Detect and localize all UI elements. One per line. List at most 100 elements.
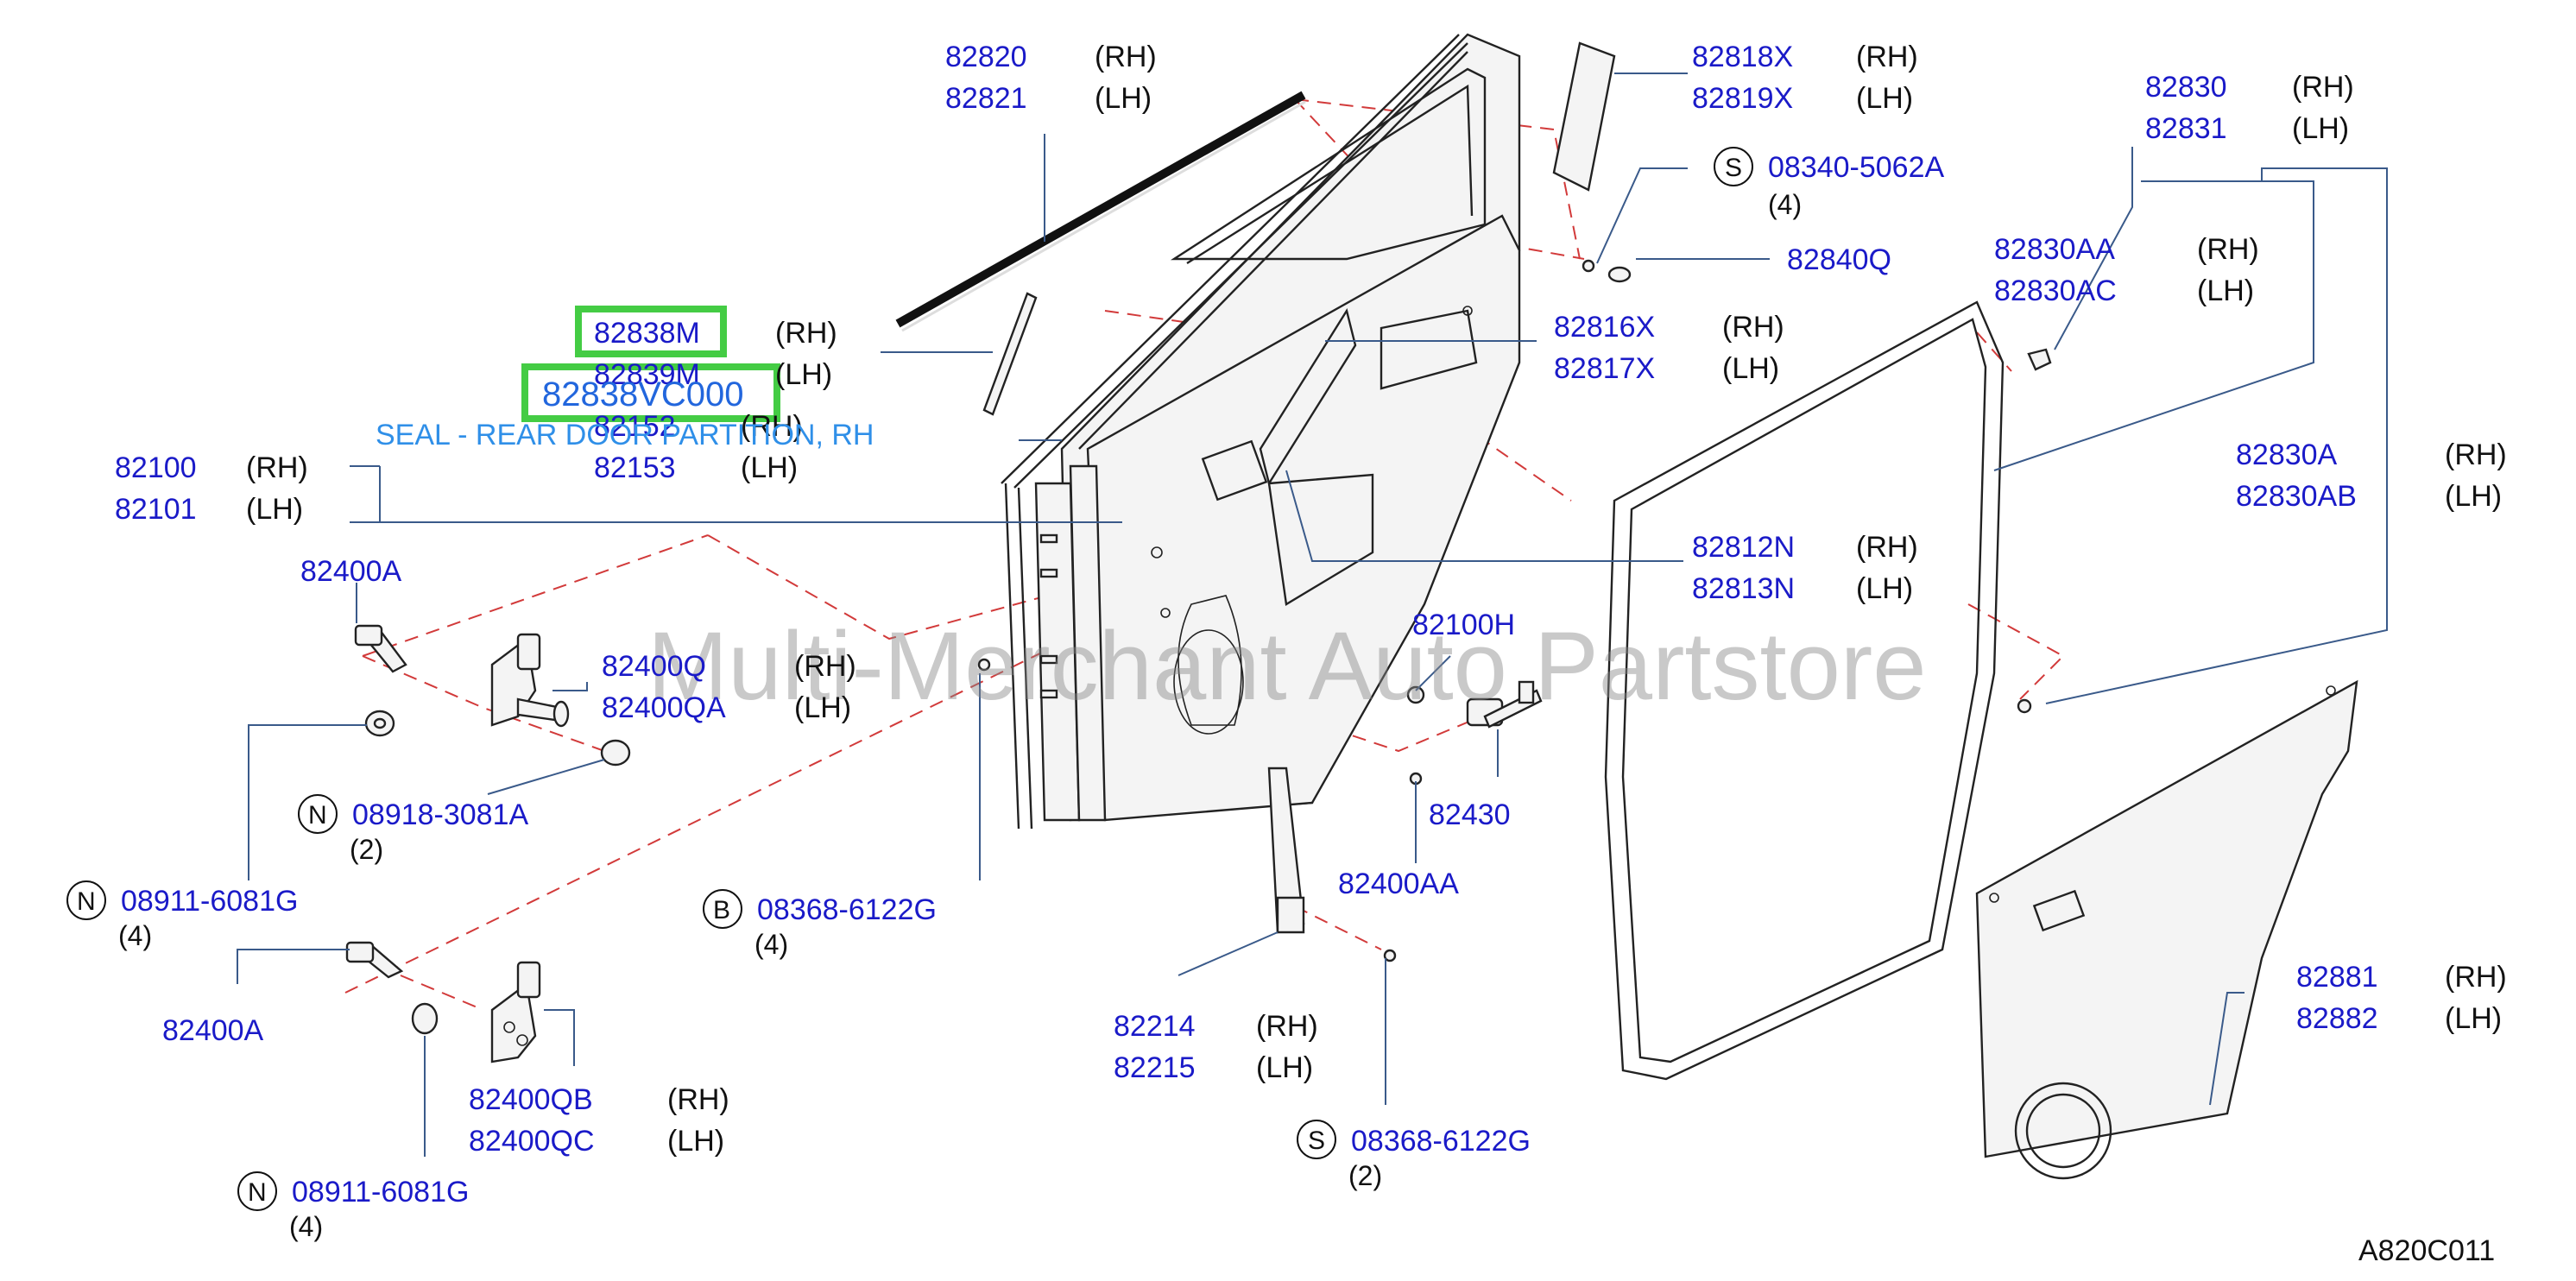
label-82830[interactable]: 82830 (2145, 71, 2227, 104)
qty-08911-top: (4) (118, 920, 152, 951)
side-82400q: (RH) (794, 650, 856, 683)
side-82830a: (RH) (2445, 439, 2507, 471)
prefix-circle-08911-bottom (237, 1171, 277, 1211)
label-08368-6122g-b[interactable]: 08368-6122G (757, 893, 937, 926)
side-82819x: (LH) (1856, 82, 1913, 115)
highlight-box-82838m[interactable] (575, 306, 727, 357)
label-08911-6081g-bottom[interactable]: 08911-6081G (292, 1176, 469, 1208)
label-82400q[interactable]: 82400Q (602, 650, 706, 683)
selected-part-number[interactable]: 82838VC000 (542, 375, 744, 413)
lower-hinge (490, 961, 541, 1063)
label-82214[interactable]: 82214 (1114, 1010, 1196, 1043)
side-82831: (LH) (2292, 112, 2349, 145)
label-82813n[interactable]: 82813N (1692, 572, 1795, 605)
label-82839m[interactable]: 82839M (594, 358, 700, 391)
label-82153[interactable]: 82153 (594, 451, 676, 484)
upper-hinge (490, 633, 570, 728)
mounting-holes (1039, 306, 2336, 903)
label-82830ac[interactable]: 82830AC (1994, 274, 2117, 307)
door-check-82430 (1466, 680, 1543, 729)
label-82830ab[interactable]: 82830AB (2236, 480, 2357, 513)
label-82818x[interactable]: 82818X (1692, 41, 1793, 73)
side-82830: (RH) (2292, 71, 2354, 104)
side-82830aa: (RH) (2197, 233, 2259, 266)
label-82400qb[interactable]: 82400QB (469, 1083, 593, 1116)
side-82830ac: (LH) (2197, 274, 2254, 307)
side-82400qb: (RH) (667, 1083, 729, 1116)
label-82830aa[interactable]: 82830AA (1994, 233, 2115, 266)
side-82821: (LH) (1095, 82, 1152, 115)
label-82838m[interactable]: 82838M (594, 317, 700, 350)
label-82430[interactable]: 82430 (1429, 798, 1511, 831)
label-08368-6122g-s[interactable]: 08368-6122G (1351, 1125, 1531, 1158)
side-82215: (LH) (1256, 1051, 1313, 1084)
label-82101[interactable]: 82101 (115, 493, 197, 526)
side-82400qa: (LH) (794, 691, 851, 724)
qty-08911-bottom: (4) (289, 1211, 323, 1242)
side-82400qc: (LH) (667, 1125, 724, 1158)
prefix-circle-08911-top (66, 880, 106, 920)
prefix-08340: S (1725, 154, 1742, 182)
label-82820[interactable]: 82820 (945, 41, 1027, 73)
side-82881: (RH) (2445, 961, 2507, 994)
label-82400qc[interactable]: 82400QC (469, 1125, 595, 1158)
sash-tape-82818x (1552, 41, 1616, 192)
label-82100h[interactable]: 82100H (1412, 609, 1515, 641)
label-82152[interactable]: 82152 (594, 410, 676, 443)
prefix-circle-08340 (1714, 147, 1753, 186)
side-82839m: (LH) (775, 358, 832, 391)
side-82838m: (RH) (775, 317, 837, 350)
weatherstrip-82830 (1604, 300, 2005, 1081)
prefix-circle-08918 (298, 794, 338, 834)
qty-08368-b: (4) (754, 929, 788, 960)
side-82214: (RH) (1256, 1010, 1318, 1043)
highlight-box-82838vc000[interactable] (521, 363, 780, 422)
label-08340-5062a[interactable]: 08340-5062A (1768, 151, 1945, 184)
label-82215[interactable]: 82215 (1114, 1051, 1196, 1084)
side-82830ab: (LH) (2445, 480, 2502, 513)
label-82400a-top[interactable]: 82400A (300, 555, 402, 588)
label-82831[interactable]: 82831 (2145, 112, 2227, 145)
prefix-08368-b: B (713, 896, 730, 924)
label-82821[interactable]: 82821 (945, 82, 1027, 115)
qty-08918: (2) (350, 834, 383, 865)
label-82882[interactable]: 82882 (2296, 1002, 2378, 1035)
side-82812n: (RH) (1856, 531, 1918, 564)
label-82812n[interactable]: 82812N (1692, 531, 1795, 564)
label-82840q[interactable]: 82840Q (1787, 243, 1891, 276)
label-82816x[interactable]: 82816X (1554, 311, 1655, 344)
outer-frame (1001, 34, 1468, 830)
selected-part-description: SEAL - REAR DOOR PARTITION, RH (376, 419, 874, 451)
side-82100: (RH) (246, 451, 308, 484)
figure-code: A820C011 (2358, 1234, 2495, 1267)
partition-seal-82838m (982, 292, 1038, 416)
label-82400aa[interactable]: 82400AA (1338, 868, 1459, 900)
label-82100[interactable]: 82100 (115, 451, 197, 484)
molding-82214 (1267, 767, 1305, 934)
label-82830a[interactable]: 82830A (2236, 439, 2338, 471)
side-82817x: (LH) (1722, 352, 1779, 385)
label-82400qa[interactable]: 82400QA (602, 691, 726, 724)
label-82817x[interactable]: 82817X (1554, 352, 1655, 385)
qty-08340: (4) (1768, 189, 1802, 220)
leader-lines (237, 73, 2388, 1157)
side-82882: (LH) (2445, 1002, 2502, 1035)
label-08918-3081a[interactable]: 08918-3081A (352, 798, 529, 831)
side-82820: (RH) (1095, 41, 1157, 73)
prefix-circle-08368-b (703, 889, 742, 929)
prefix-08911-bottom: N (248, 1178, 267, 1207)
prefix-08911-top: N (77, 887, 96, 916)
prefix-08918: N (308, 801, 327, 830)
label-82881[interactable]: 82881 (2296, 961, 2378, 994)
qty-08368-s: (2) (1348, 1160, 1382, 1191)
side-82816x: (RH) (1722, 311, 1784, 344)
label-82819x[interactable]: 82819X (1692, 82, 1793, 115)
watermark: Multi-Merchant Auto Partstore (647, 612, 1926, 720)
label-08911-6081g-top[interactable]: 08911-6081G (121, 885, 298, 918)
side-82152: (RH) (741, 410, 803, 443)
prefix-08368-s: S (1308, 1126, 1325, 1155)
outer-seal-82820 (895, 91, 1306, 332)
callout-labels: 82820 (RH) 82821 (LH) 82818X (RH) 82819X… (66, 41, 2507, 1242)
label-82400a-bottom[interactable]: 82400A (162, 1014, 264, 1047)
